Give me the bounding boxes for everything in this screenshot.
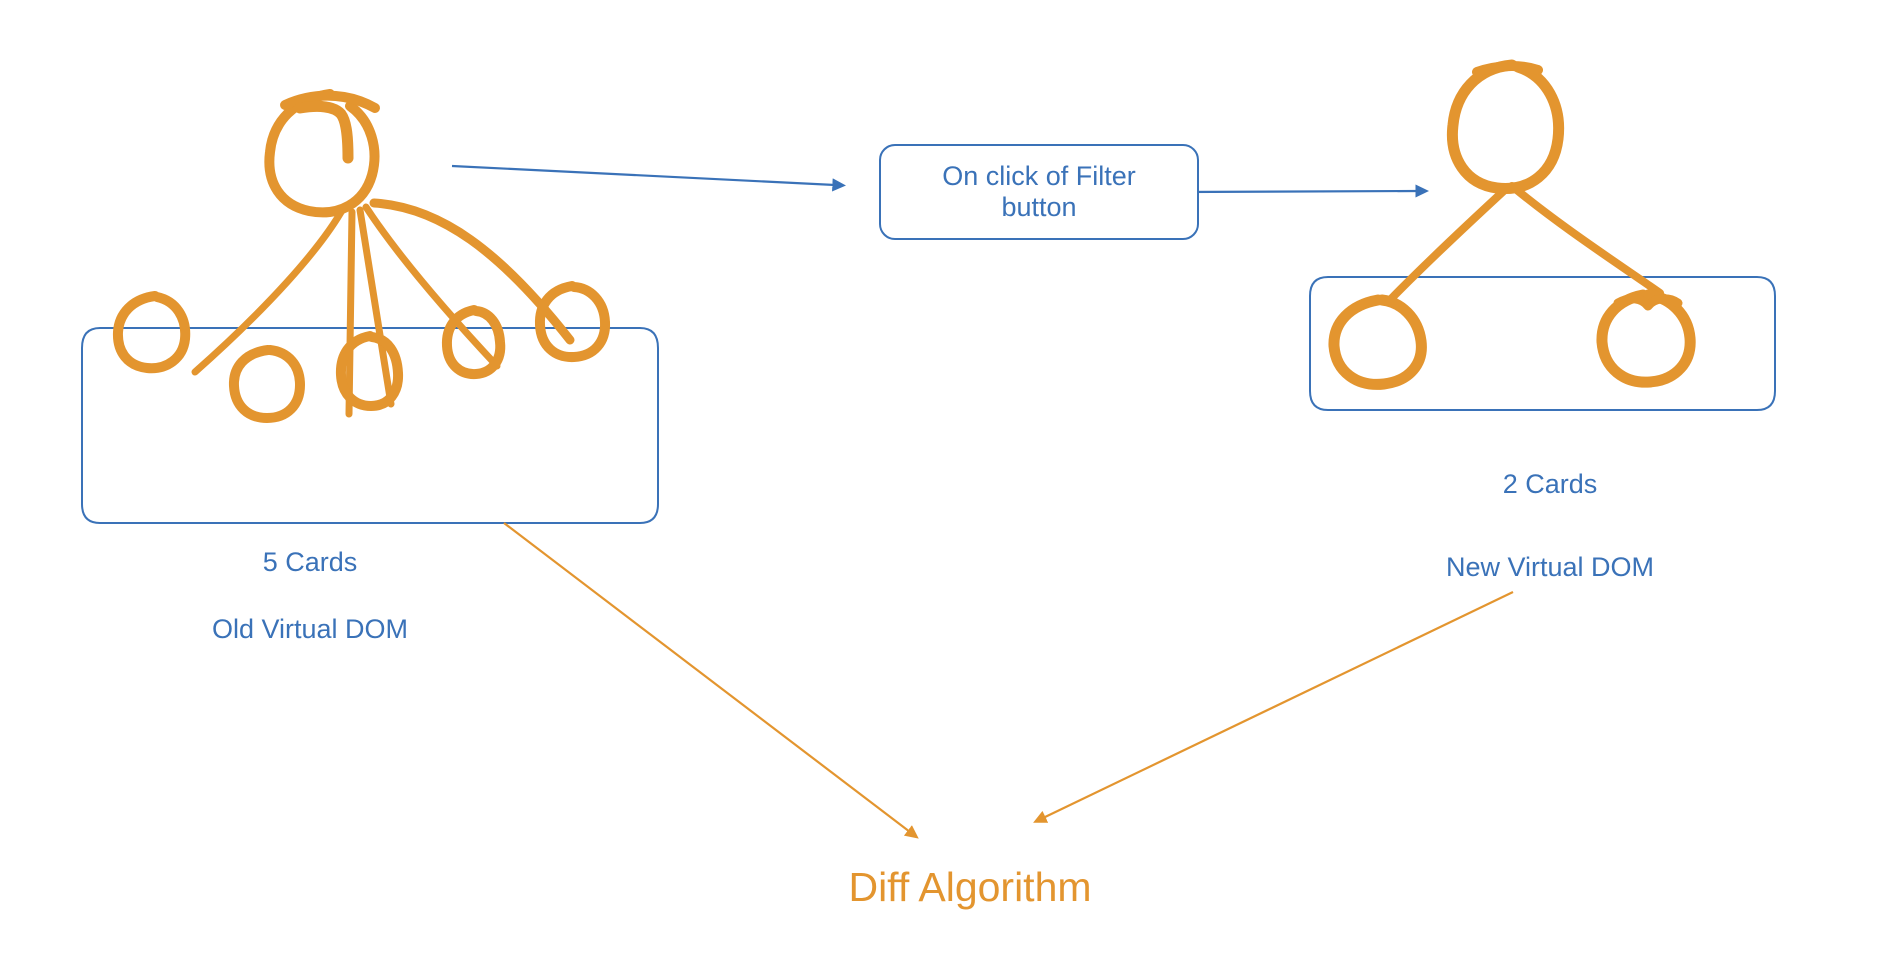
old-card-3 bbox=[335, 331, 404, 411]
old-edge-4 bbox=[362, 203, 501, 370]
old-root-node bbox=[264, 89, 380, 218]
arrow-new-to-diff bbox=[1033, 591, 1514, 823]
old-child-nodes bbox=[112, 281, 611, 423]
on-click-filter-button-box[interactable]: On click of Filter button bbox=[879, 144, 1199, 240]
old-edge-1 bbox=[191, 203, 348, 376]
new-card-1 bbox=[1328, 294, 1427, 390]
old-vdom-title-label: Old Virtual DOM bbox=[211, 614, 409, 644]
old-edge-3 bbox=[356, 206, 395, 408]
arrow-old-to-diff bbox=[503, 522, 919, 839]
arrow-trigger-to-new bbox=[1182, 184, 1429, 198]
new-vdom-children-container bbox=[1309, 276, 1776, 411]
filter-box-line-2: button bbox=[1001, 192, 1077, 222]
filter-box-text: On click of Filter button bbox=[881, 161, 1197, 223]
new-edge-2 bbox=[1508, 182, 1664, 297]
old-tree-edges bbox=[191, 198, 575, 418]
arrow-old-to-trigger bbox=[451, 164, 846, 192]
new-vdom-title-label: New Virtual DOM bbox=[1445, 552, 1655, 582]
old-card-2 bbox=[228, 345, 305, 423]
new-edge-1 bbox=[1386, 183, 1512, 304]
old-vdom-card-count-label: 5 Cards bbox=[262, 547, 358, 577]
old-card-1 bbox=[112, 291, 191, 374]
old-card-4 bbox=[441, 305, 506, 380]
old-edge-2 bbox=[345, 208, 356, 418]
old-card-5 bbox=[534, 281, 611, 363]
new-tree-edges bbox=[1386, 182, 1664, 304]
diff-algorithm-title: Diff Algorithm bbox=[848, 864, 1092, 910]
new-child-nodes bbox=[1328, 289, 1696, 390]
old-vdom-children-container bbox=[81, 327, 659, 524]
filter-box-line-1: On click of Filter bbox=[942, 161, 1136, 191]
new-card-2-notch bbox=[1613, 294, 1683, 311]
new-vdom-card-count-label: 2 Cards bbox=[1502, 469, 1598, 499]
new-card-2 bbox=[1596, 289, 1696, 388]
new-root-node bbox=[1446, 59, 1565, 194]
